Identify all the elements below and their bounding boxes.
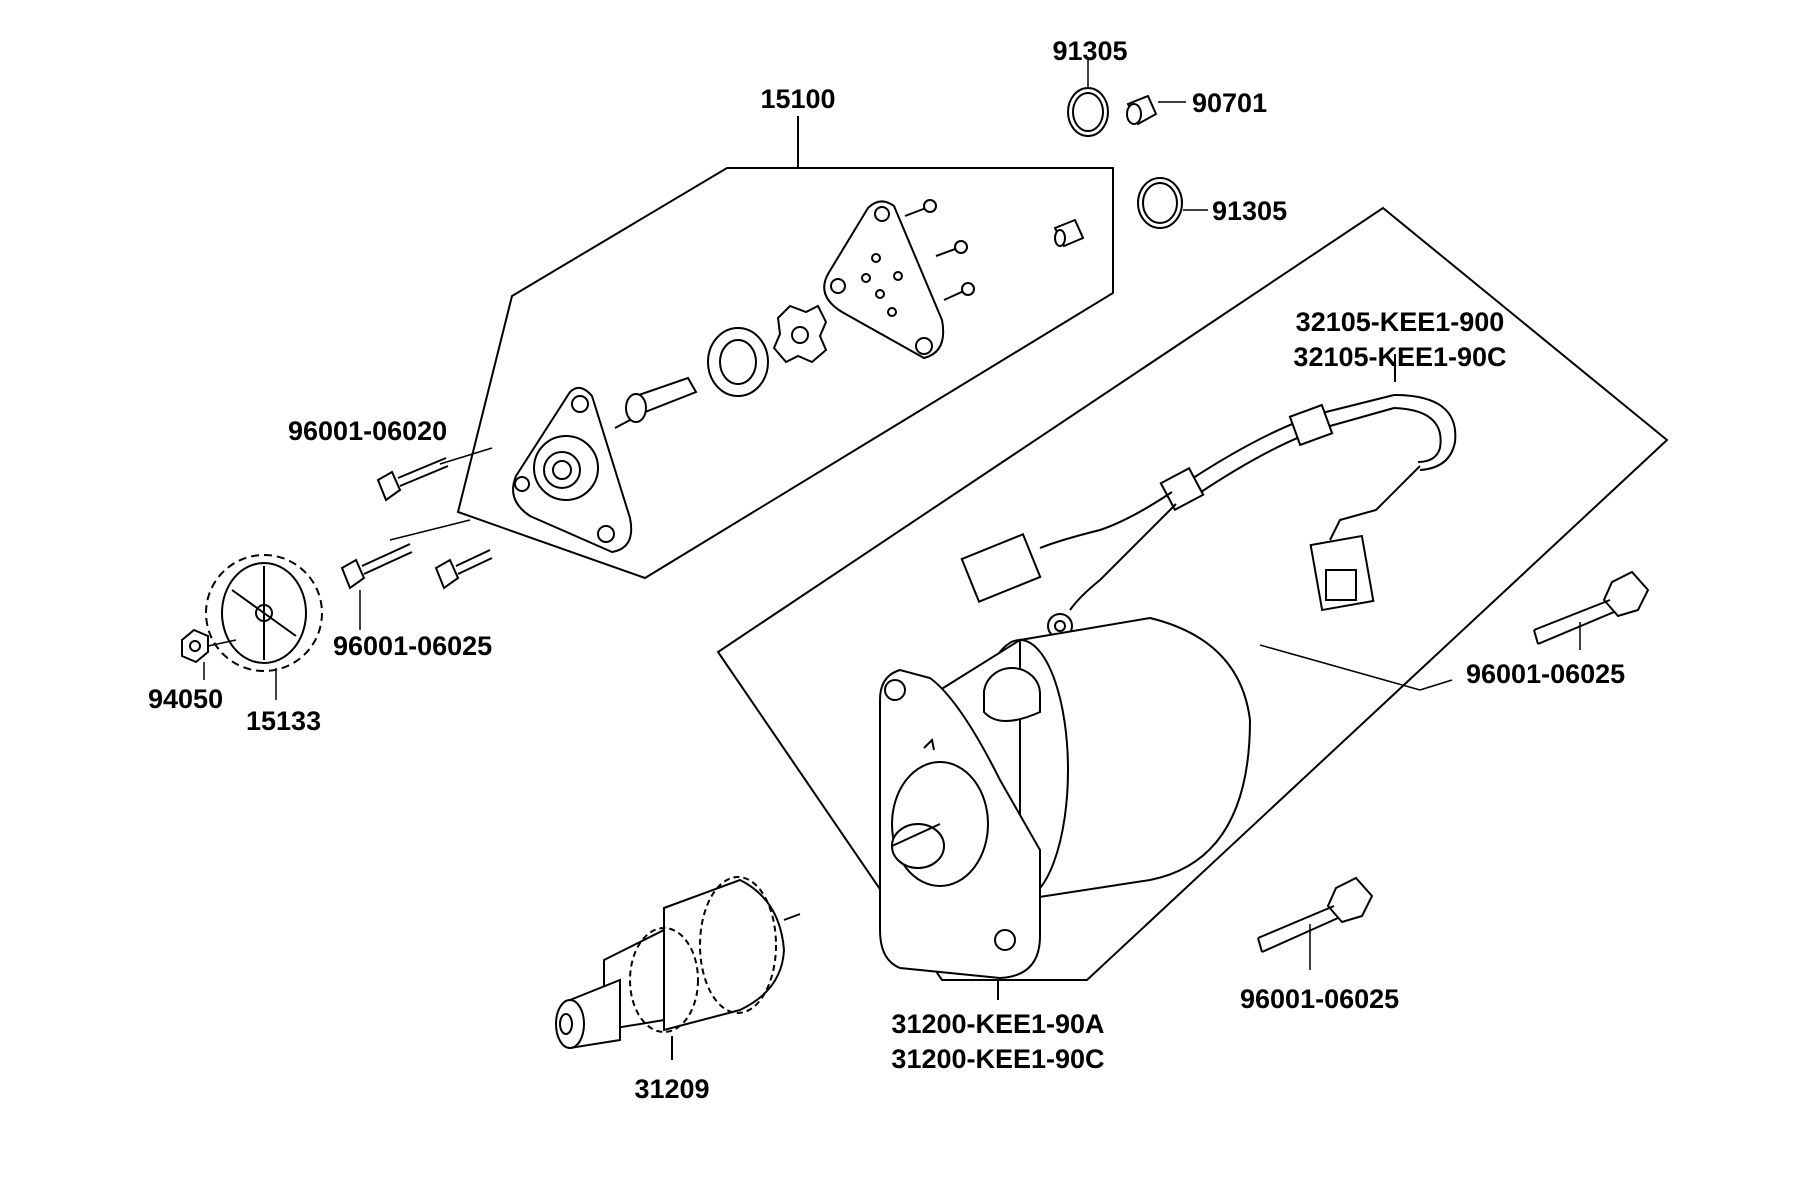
label-96001-06025-left: 96001-06025 bbox=[333, 631, 492, 661]
bolt-96001-06020[interactable] bbox=[376, 457, 449, 502]
inner-rotor[interactable] bbox=[772, 304, 828, 364]
starter-motor-assembly-outline bbox=[716, 206, 1669, 981]
dowel-pin[interactable] bbox=[1053, 218, 1085, 248]
plate-screw-3[interactable] bbox=[943, 282, 975, 301]
bolt-96001-06025-left-a[interactable] bbox=[340, 543, 413, 590]
plug-90701[interactable] bbox=[1126, 94, 1158, 126]
o-ring-91305-mid[interactable] bbox=[1137, 177, 1183, 229]
bolt-96001-06025-right[interactable] bbox=[1533, 570, 1650, 645]
bolt-96001-06025-bottom[interactable] bbox=[1257, 876, 1374, 953]
sprocket-15133[interactable] bbox=[205, 554, 323, 672]
bolt-96001-06025-left-b[interactable] bbox=[434, 549, 493, 590]
nut-94050[interactable] bbox=[181, 628, 209, 664]
label-31200-kee1-90c: 31200-KEE1-90C bbox=[891, 1044, 1104, 1074]
plate-screw-1[interactable] bbox=[904, 199, 937, 217]
label-91305-mid: 91305 bbox=[1212, 196, 1287, 226]
starter-clutch-31209[interactable] bbox=[555, 876, 801, 1050]
label-94050: 94050 bbox=[148, 684, 223, 714]
label-15100: 15100 bbox=[760, 84, 835, 114]
oil-pump-assembly-outline bbox=[456, 167, 1114, 580]
label-96001-06020: 96001-06020 bbox=[288, 416, 447, 446]
label-91305-top: 91305 bbox=[1052, 36, 1127, 66]
oil-pump-body[interactable] bbox=[512, 386, 633, 554]
o-ring-91305-top[interactable] bbox=[1067, 87, 1109, 137]
label-15133: 15133 bbox=[246, 706, 321, 736]
label-32105-kee1-900: 32105-KEE1-900 bbox=[1296, 307, 1505, 337]
label-32105-kee1-90c: 32105-KEE1-90C bbox=[1293, 342, 1506, 372]
outer-rotor[interactable] bbox=[707, 327, 769, 397]
label-96001-06025-bottom: 96001-06025 bbox=[1240, 984, 1399, 1014]
label-31209: 31209 bbox=[634, 1074, 709, 1104]
oil-pump-plate[interactable] bbox=[823, 200, 945, 360]
wire-harness-32105[interactable] bbox=[960, 394, 1457, 639]
plate-screw-2[interactable] bbox=[935, 240, 968, 257]
label-96001-06025-right: 96001-06025 bbox=[1466, 659, 1625, 689]
starter-motor-31200[interactable] bbox=[879, 616, 1252, 980]
pump-shaft[interactable] bbox=[614, 376, 698, 429]
label-90701: 90701 bbox=[1192, 88, 1267, 118]
label-31200-kee1-90a: 31200-KEE1-90A bbox=[891, 1009, 1104, 1039]
